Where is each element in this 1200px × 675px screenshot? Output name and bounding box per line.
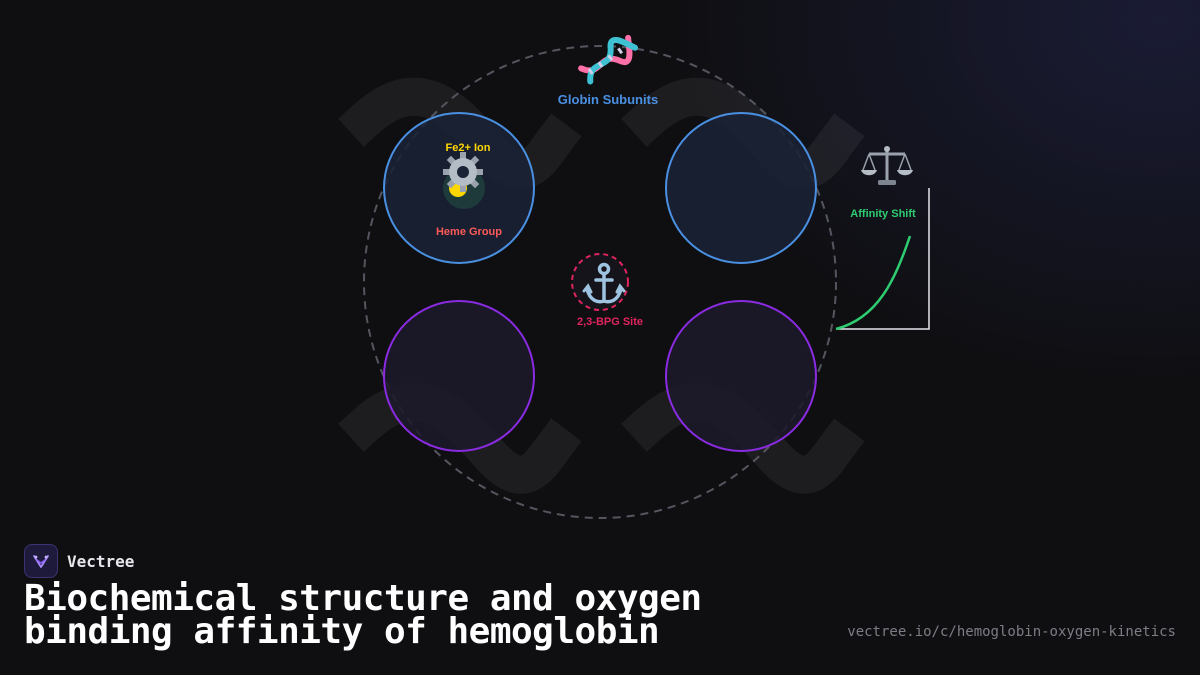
anchor-icon xyxy=(582,262,626,304)
page-title: Biochemical structure and oxygen binding… xyxy=(24,578,702,652)
beta-subunit-left xyxy=(383,300,535,452)
outer-ring xyxy=(363,45,837,519)
dna-icon xyxy=(578,34,639,85)
brand-name: Vectree xyxy=(67,551,135,571)
gear-icon xyxy=(443,152,483,192)
fe-ion-label: Fe2+ Ion xyxy=(446,142,491,154)
alpha-subunit-right xyxy=(665,112,817,264)
balance-scale-icon xyxy=(861,146,913,185)
affinity-shift-label: Affinity Shift xyxy=(850,208,916,220)
globin-subunits-label: Globin Subunits xyxy=(558,92,658,107)
brand: Vectree xyxy=(24,544,134,578)
vectree-logo-icon xyxy=(24,544,58,578)
affinity-curve xyxy=(835,235,912,331)
bpg-site-label: 2,3-BPG Site xyxy=(577,316,643,328)
page-url[interactable]: vectree.io/c/hemoglobin-oxygen-kinetics xyxy=(847,624,1176,640)
affinity-graph-axes xyxy=(836,188,930,330)
bpg-site-ring xyxy=(571,253,629,311)
beta-subunit-right xyxy=(665,300,817,452)
heme-group-label: Heme Group xyxy=(436,226,502,238)
